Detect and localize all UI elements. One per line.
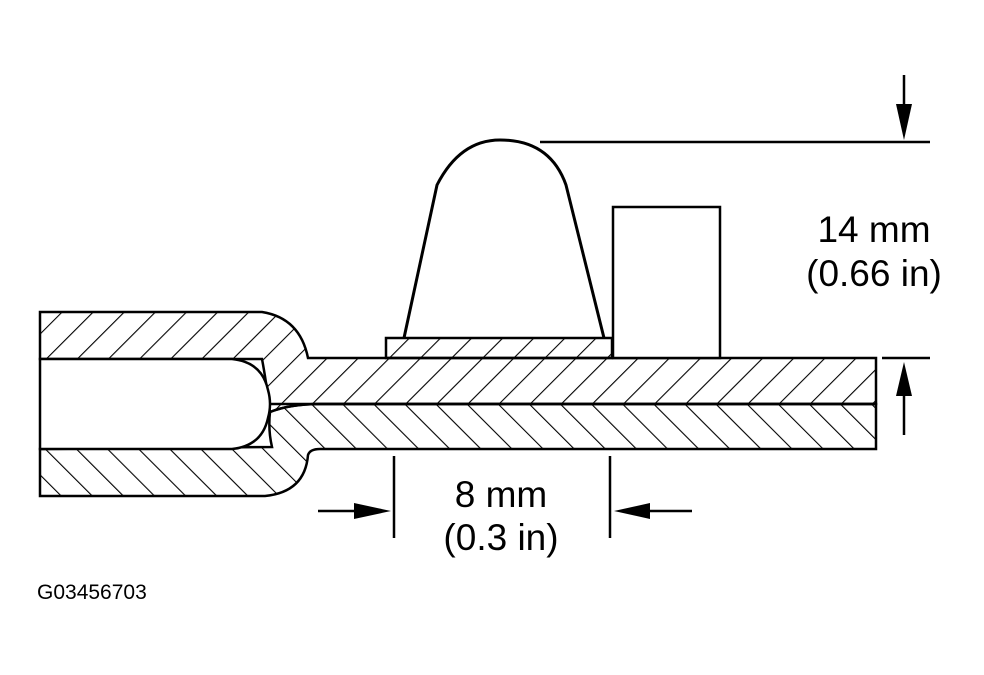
reference-code: G03456703 — [37, 581, 147, 604]
height-top-arrow — [896, 75, 912, 140]
height-metric-label: 14 mm — [817, 209, 930, 250]
wire-lower-half — [38, 402, 878, 498]
fork-slot — [38, 357, 272, 451]
width-metric-label: 8 mm — [455, 474, 548, 515]
gauge-block — [611, 205, 722, 360]
weld-base-plate — [384, 336, 614, 360]
width-right-arrow — [614, 503, 692, 519]
height-imperial-label: (0.66 in) — [806, 253, 942, 294]
width-imperial-label: (0.3 in) — [443, 517, 558, 558]
height-bottom-arrow — [896, 362, 912, 435]
weld-bead — [402, 138, 606, 339]
width-left-arrow — [318, 503, 391, 519]
